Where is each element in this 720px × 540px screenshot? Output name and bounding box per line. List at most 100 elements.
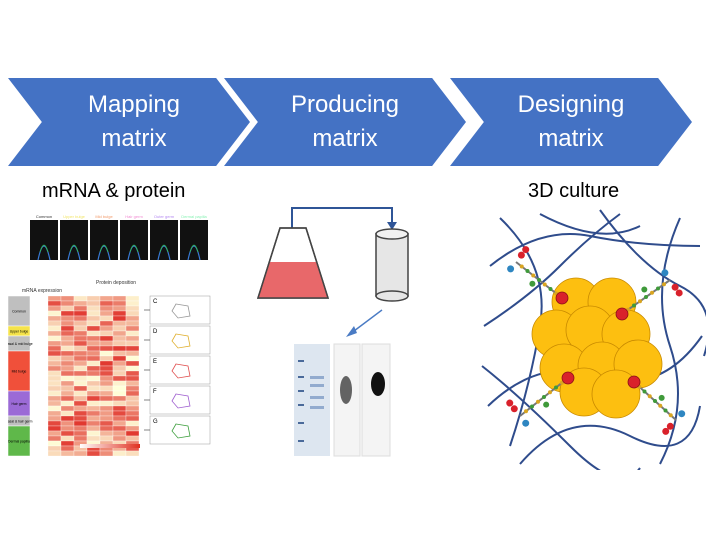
- heatmap-cell: [47, 295, 62, 302]
- heatmap-cell: [86, 295, 101, 302]
- heatmap-cell: [47, 385, 62, 392]
- microscopy-panel-label: Common: [36, 214, 52, 219]
- heatmap-cell: [99, 395, 114, 402]
- heatmap-cell: [86, 450, 101, 456]
- heatmap-cell: [112, 300, 127, 307]
- heatmap-cell: [125, 375, 140, 382]
- heatmap-cell: [99, 400, 114, 407]
- heatmap-cell: [47, 415, 62, 422]
- heatmap-cell: [99, 420, 114, 427]
- gel-sample-band: [310, 384, 324, 387]
- heatmap-cell: [99, 450, 114, 456]
- heatmap-cell: [60, 300, 75, 307]
- step-chevron-producing: Producing matrix: [224, 78, 466, 166]
- caption-mrna-protein: mRNA & protein: [42, 180, 186, 202]
- heatmap-cell: [112, 410, 127, 417]
- heatmap-cell: [47, 405, 62, 412]
- heatmap-cell: [112, 400, 127, 407]
- linker-bead: [548, 390, 552, 395]
- production-figure: [256, 207, 409, 457]
- heatmap-cell: [125, 435, 140, 442]
- gel-ladder-band: [298, 422, 304, 424]
- heatmap-cell: [73, 315, 88, 322]
- heatmap-cell: [125, 405, 140, 412]
- microscopy-panel-label: Outer germ: [154, 214, 175, 219]
- heatmap-cell: [86, 370, 101, 377]
- heatmap-cell: [47, 365, 62, 372]
- heatmap-cell: [73, 450, 88, 456]
- heatmap-cell: [60, 425, 75, 432]
- terminal-red-bead: [671, 283, 679, 291]
- heatmap-cell: [86, 325, 101, 332]
- matrix-fiber: [599, 209, 706, 357]
- matrix-fiber: [483, 213, 621, 327]
- heatmap-cell: [112, 320, 127, 327]
- heatmap-cell: [86, 305, 101, 312]
- linker-bead: [530, 404, 534, 409]
- heatmap-cell: [112, 435, 127, 442]
- microscopy-panel-label: Upper bulge: [63, 214, 86, 219]
- heatmap-cell: [112, 330, 127, 337]
- heatmap-colorbar: [80, 444, 140, 448]
- heatmap-cell: [47, 325, 62, 332]
- anchor-red-bead: [561, 371, 575, 385]
- heatmap-cell: [99, 405, 114, 412]
- side-panel-letter: G: [153, 419, 158, 425]
- heatmap-cell: [125, 310, 140, 317]
- heatmap-cell: [125, 300, 140, 307]
- heatmap-cell: [125, 295, 140, 302]
- matrix-fiber: [519, 405, 701, 465]
- heatmap-cell: [125, 360, 140, 367]
- heatmap-cell: [73, 370, 88, 377]
- microscopy-panel: [180, 220, 208, 260]
- heatmap-cell: [73, 345, 88, 352]
- heatmap-cell: [125, 410, 140, 417]
- coomassie-gel: [294, 344, 330, 456]
- heatmap-cell: [60, 295, 75, 302]
- heatmap-cell: [60, 420, 75, 427]
- heatmap-cell: [60, 430, 75, 437]
- heatmap-cell: [47, 300, 62, 307]
- linker-bead: [662, 282, 666, 287]
- heatmap-cell: [73, 330, 88, 337]
- heatmap-cell: [112, 380, 127, 387]
- terminal-red-bead: [517, 251, 525, 259]
- step-title-line2: matrix: [538, 125, 604, 152]
- heatmap-cell: [73, 410, 88, 417]
- heatmap-cell: [47, 350, 62, 357]
- heatmap-cell: [99, 415, 114, 422]
- heatmap-cell: [47, 395, 62, 402]
- heatmap-cell: [47, 305, 62, 312]
- side-panel-shape: [171, 333, 191, 349]
- linker-bead: [650, 290, 654, 295]
- heatmap-cell: [60, 405, 75, 412]
- heatmap-cell: [99, 305, 114, 312]
- transfer-arrowhead: [387, 222, 397, 230]
- heatmap-cell: [60, 320, 75, 327]
- heatmap-cell: [112, 315, 127, 322]
- heatmap-cell: [99, 355, 114, 362]
- heatmap-cell: [112, 350, 127, 357]
- heatmap-cell: [60, 350, 75, 357]
- heatmap-cell: [47, 410, 62, 417]
- heatmap-cell: [73, 320, 88, 327]
- heatmap-cell: [99, 365, 114, 372]
- heatmap-cell: [47, 345, 62, 352]
- side-green-bead: [641, 286, 648, 293]
- linker-bead: [642, 389, 647, 394]
- heatmap-cell: [125, 350, 140, 357]
- heatmap-cell: [60, 375, 75, 382]
- heatmap-cell: [99, 435, 114, 442]
- heatmap-cell: [86, 315, 101, 322]
- heatmap-cell: [60, 415, 75, 422]
- terminal-red-bead: [522, 246, 530, 254]
- heatmap-ylabel: mRNA expression: [22, 288, 62, 294]
- side-panel-letter: C: [153, 299, 158, 305]
- heatmap-cell: [60, 325, 75, 332]
- gel-sample-band: [310, 376, 324, 379]
- heatmap-cell: [112, 430, 127, 437]
- heatmap-group-label: Basal & hair germ: [8, 420, 33, 424]
- heatmap-cell: [60, 340, 75, 347]
- heatmap-cell: [47, 310, 62, 317]
- heatmap-cell: [86, 350, 101, 357]
